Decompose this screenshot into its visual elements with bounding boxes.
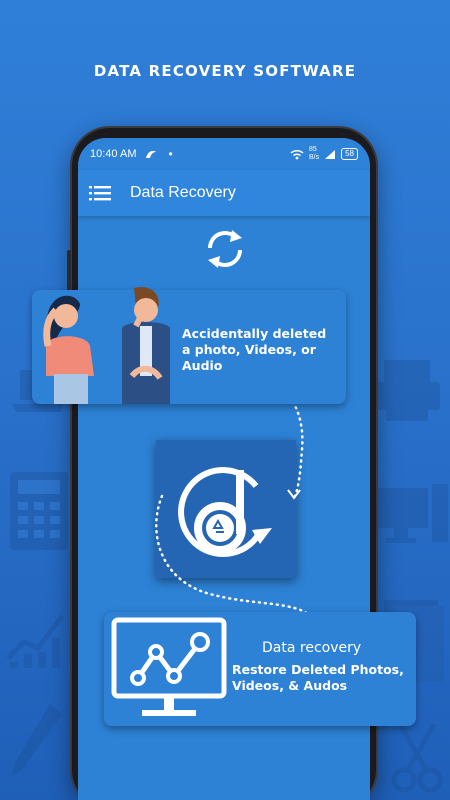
sad-couple-illustration: [43, 286, 170, 404]
status-indicators: 85 B/s 58: [290, 146, 358, 162]
data-recovery-card: Data recovery Restore Deleted Photos, Vi…: [104, 612, 416, 726]
phone-side-button: [67, 250, 71, 294]
app-title: Data Recovery: [130, 184, 236, 201]
hamburger-menu-icon[interactable]: [78, 170, 122, 216]
network-speed-unit: B/s: [308, 154, 320, 161]
network-speed-value: 85: [308, 146, 317, 153]
battery-indicator: 58: [341, 148, 358, 160]
status-time: 10:40 AM: [90, 148, 137, 160]
accidental-deletion-line-3: Audio: [182, 358, 223, 373]
data-recovery-logo-tile: [156, 440, 296, 578]
data-recovery-line-1: Restore Deleted Photos,: [232, 662, 404, 677]
data-recovery-title: Data recovery: [262, 640, 362, 656]
background-scissors-icon: [391, 722, 443, 793]
signal-icon: [325, 149, 336, 159]
background-growth-chart-icon: [6, 614, 64, 668]
data-recovery-text: Restore Deleted Photos, Videos, & Audos: [232, 662, 404, 694]
app-bar: Data Recovery: [78, 170, 370, 216]
status-dot-icon: •: [168, 147, 173, 161]
wifi-icon: [290, 149, 304, 159]
notification-icon: [146, 150, 157, 158]
line-chart-monitor-icon: [111, 617, 227, 716]
status-bar: 10:40 AM • 85 B/s 58: [78, 138, 370, 170]
background-printer-icon: [374, 360, 440, 421]
data-recovery-logo-icon: [178, 467, 272, 557]
accidental-deletion-line-2: a photo, Videos, or: [182, 342, 316, 357]
accidental-deletion-text: Accidentally deleted a photo, Videos, or…: [182, 326, 326, 374]
promo-title: DATA RECOVERY SOFTWARE: [93, 62, 357, 80]
background-pen-icon: [12, 704, 62, 776]
refresh-arrows-icon: [208, 230, 242, 268]
network-speed: 85 B/s: [309, 146, 319, 162]
background-computer-icon: [374, 484, 448, 543]
accidental-deletion-line-1: Accidentally deleted: [182, 326, 327, 341]
data-recovery-line-2: Videos, & Audos: [232, 678, 348, 693]
accidental-deletion-card: Accidentally deleted a photo, Videos, or…: [32, 286, 346, 404]
background-calculator-icon: [10, 472, 68, 550]
